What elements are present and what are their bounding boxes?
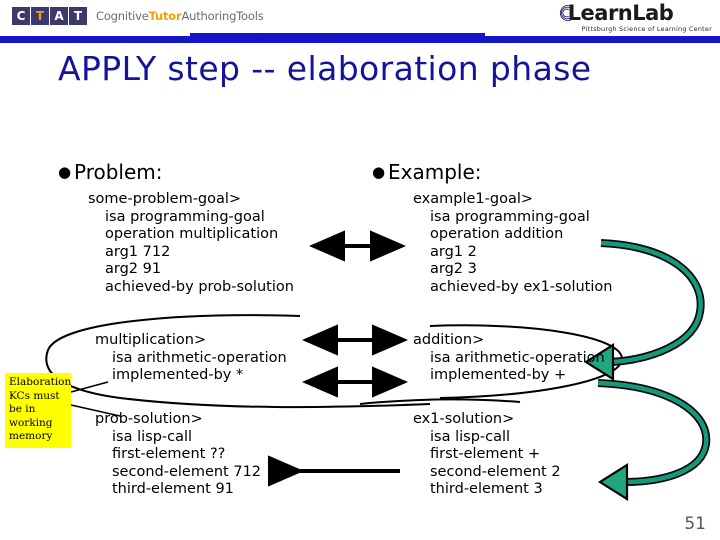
block-line: arg2 3	[430, 261, 477, 278]
bullet-icon: ●	[372, 163, 386, 181]
swirl-icon	[559, 4, 571, 22]
learnlab-logo: LearnLab Pittsburgh Science of Learning …	[559, 1, 712, 33]
block-line: second-element 712	[112, 463, 262, 480]
teal-loop-implemented-to-first-element	[597, 379, 711, 501]
block-line: isa lisp-call	[112, 428, 193, 445]
block-line: third-element 3	[430, 481, 543, 498]
ctat-wordmark-highlight: Tutor	[148, 9, 182, 23]
column-heading-example: ●Example:	[372, 160, 482, 184]
ctat-tile-a: A	[50, 7, 68, 25]
annotation-note: Elaboration KCs must be in working memor…	[5, 373, 71, 448]
block-line: implemented-by +	[430, 367, 567, 384]
block-line: operation addition	[430, 226, 564, 243]
column-heading-example-label: Example:	[388, 160, 482, 184]
block-header: example1-goal>	[413, 191, 534, 207]
header-rule-baseline	[0, 40, 720, 43]
block-line: arg1 2	[430, 243, 477, 260]
block-header: prob-solution>	[95, 411, 203, 427]
ctat-wordmark-prefix: Cognitive	[96, 9, 149, 23]
block-line: second-element 2	[430, 463, 561, 480]
ctat-wordmark-suffix: AuthoringTools	[181, 9, 264, 23]
ctat-tile-c: C	[12, 7, 30, 25]
block-problem-goal: some-problem-goal> isa programming-goal …	[88, 191, 294, 297]
block-line: isa programming-goal	[105, 208, 265, 225]
block-line: operation multiplication	[105, 226, 279, 243]
column-heading-problem: ●Problem:	[58, 160, 163, 184]
block-line: first-element ??	[112, 446, 226, 463]
page-number: 51	[684, 514, 706, 534]
block-header: ex1-solution>	[413, 411, 515, 427]
block-prob-solution: prob-solution> isa lisp-call first-eleme…	[95, 411, 261, 499]
header-rule-right	[485, 36, 720, 40]
bullet-icon: ●	[58, 163, 72, 181]
ctat-wordmark: CognitiveTutorAuthoringTools	[96, 9, 264, 23]
ctat-tile-t2: T	[69, 7, 87, 25]
block-header: addition>	[413, 332, 485, 348]
block-line: achieved-by prob-solution	[105, 278, 294, 295]
learnlab-name: LearnLab	[567, 1, 674, 25]
block-line: isa programming-goal	[430, 208, 590, 225]
block-line: isa arithmetic-operation	[430, 349, 605, 366]
block-line: arg1 712	[105, 243, 171, 260]
ctat-logo: C T A T CognitiveTutorAuthoringTools	[12, 6, 264, 26]
block-ex1-solution: ex1-solution> isa lisp-call first-elemen…	[413, 411, 561, 499]
block-line: arg2 91	[105, 261, 162, 278]
ctat-tile-t: T	[31, 7, 49, 25]
block-line: first-element +	[430, 446, 541, 463]
block-line: isa lisp-call	[430, 428, 511, 445]
block-addition: addition> isa arithmetic-operation imple…	[413, 332, 605, 385]
block-line: achieved-by ex1-solution	[430, 278, 613, 295]
column-heading-problem-label: Problem:	[74, 160, 163, 184]
slide-header: C T A T CognitiveTutorAuthoringTools Lea…	[0, 0, 720, 44]
page-title: APPLY step -- elaboration phase	[58, 49, 592, 88]
block-header: multiplication>	[95, 332, 207, 348]
block-header: some-problem-goal>	[88, 191, 242, 207]
learnlab-tagline: Pittsburgh Science of Learning Center	[581, 25, 712, 33]
header-rule-center	[190, 33, 485, 40]
block-line: third-element 91	[112, 481, 234, 498]
header-rule-left	[0, 36, 190, 40]
block-line: implemented-by *	[112, 367, 244, 384]
block-multiplication: multiplication> isa arithmetic-operation…	[95, 332, 287, 385]
block-line: isa arithmetic-operation	[112, 349, 287, 366]
block-example-goal: example1-goal> isa programming-goal oper…	[413, 191, 612, 297]
